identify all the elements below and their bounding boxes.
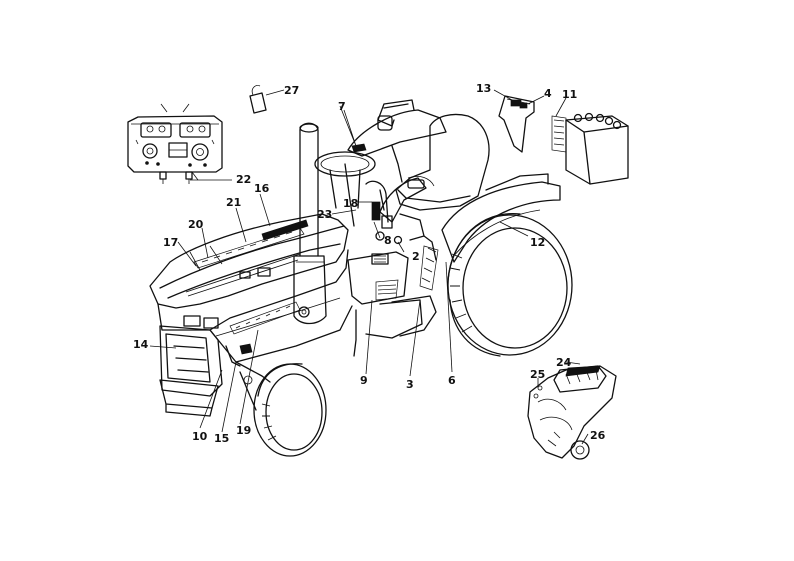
callout-26: 26 (590, 429, 606, 442)
callout-23: 23 (317, 208, 332, 221)
callout-14: 14 (133, 338, 149, 351)
callout-16: 16 (254, 182, 270, 195)
callout-25: 25 (530, 368, 545, 381)
dash-panel-inset (127, 103, 223, 184)
tag-decal (249, 85, 267, 114)
callout-9: 9 (360, 374, 368, 387)
callout-20: 20 (188, 218, 204, 231)
callout-7: 7 (338, 100, 346, 113)
tractor-illustration (149, 99, 573, 457)
engine-inset (527, 365, 617, 460)
callout-2: 2 (412, 250, 420, 263)
callout-13: 13 (476, 82, 491, 95)
callout-17: 17 (163, 236, 178, 249)
callout-4: 4 (544, 87, 552, 100)
callout-8: 8 (384, 234, 392, 247)
callout-21: 21 (226, 196, 241, 209)
callout-labels: 27 7 13 4 11 22 16 21 20 17 23 18 8 2 12… (133, 82, 606, 445)
callout-10: 10 (192, 430, 208, 443)
leader-lines (149, 89, 589, 445)
callout-12: 12 (530, 236, 545, 249)
callout-11: 11 (562, 88, 577, 101)
callout-6: 6 (448, 374, 456, 387)
callout-24: 24 (556, 356, 572, 369)
callout-15: 15 (214, 432, 229, 445)
battery-bracket (498, 95, 535, 153)
callout-22: 22 (236, 173, 251, 186)
callout-19: 19 (236, 424, 251, 437)
callout-27: 27 (284, 84, 299, 97)
callout-18: 18 (343, 197, 358, 210)
battery (551, 112, 629, 185)
callout-3: 3 (406, 378, 414, 391)
